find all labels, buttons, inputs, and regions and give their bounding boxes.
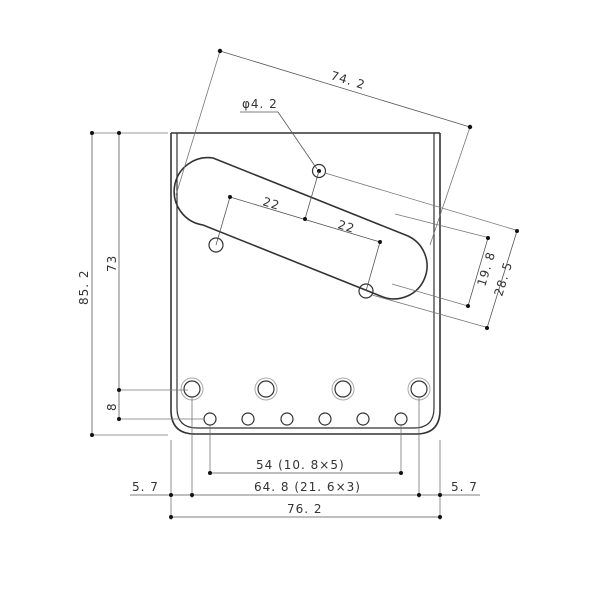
- pickup-hole-left: [208, 237, 224, 253]
- pickup-slot: [173, 156, 428, 300]
- dim-pickup-spacing-left: 22: [261, 194, 282, 212]
- dim-total-height: 85. 2: [77, 269, 91, 305]
- dim-total-width: 76. 2: [287, 502, 323, 516]
- dim-string-spacing: 54 (10. 8×5): [256, 458, 345, 472]
- bridge-plate: [170, 132, 441, 435]
- dim-hole-diameter: φ4. 2: [242, 97, 278, 111]
- dim-diagonal-width: 74. 2: [329, 68, 367, 92]
- dim-upper-height: 73: [105, 255, 119, 272]
- dim-right-margin: 5. 7: [451, 480, 478, 494]
- dim-saddle-offset: 8: [105, 402, 119, 411]
- pickup-hole-top: [311, 163, 327, 179]
- dim-screw-spacing: 64. 8 (21. 6×3): [254, 480, 361, 494]
- string-holes: [203, 412, 408, 426]
- dim-left-margin: 5. 7: [132, 480, 159, 494]
- dim-slot-outer-width: 28. 5: [491, 260, 515, 298]
- mounting-holes: [180, 377, 431, 401]
- dim-pickup-spacing-right: 22: [336, 217, 357, 235]
- pickup-hole-right: [358, 283, 374, 299]
